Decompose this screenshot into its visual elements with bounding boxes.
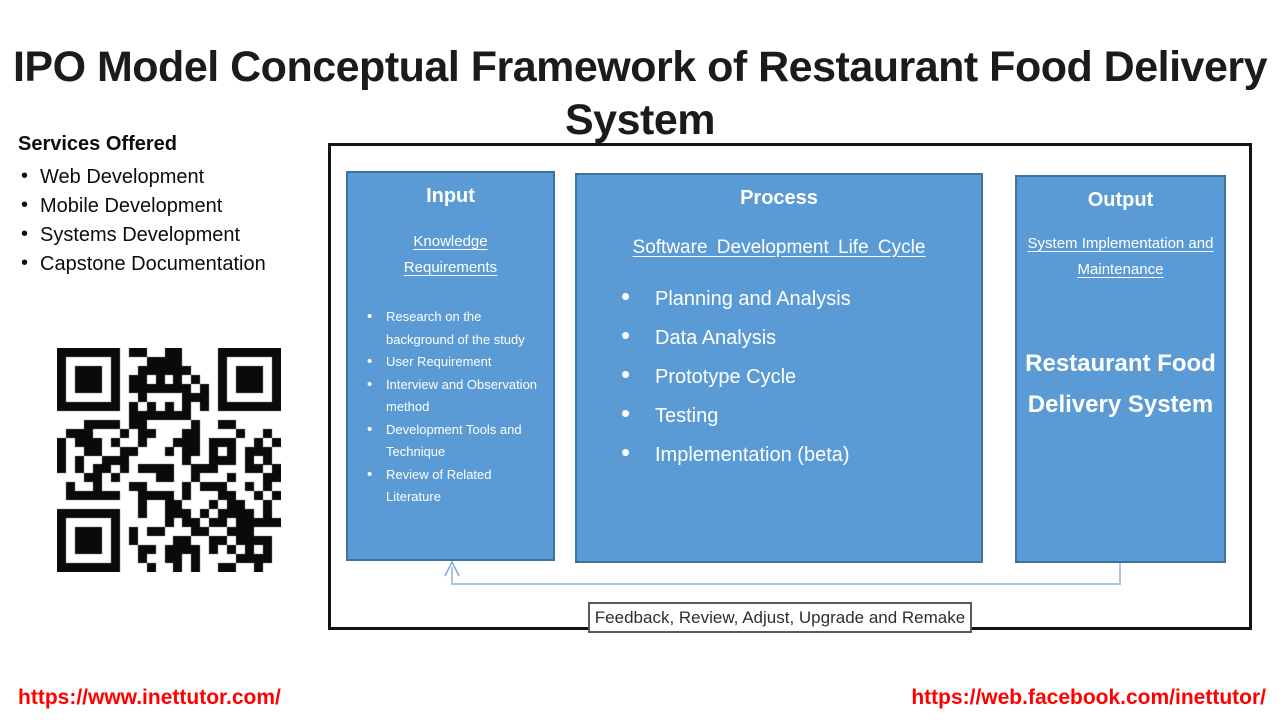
inettutor-link[interactable]: https://www.inettutor.com/ bbox=[18, 686, 281, 709]
input-title: Input bbox=[426, 185, 475, 207]
output-box: Output System Implementation and Mainten… bbox=[1015, 175, 1226, 563]
feedback-label: Feedback, Review, Adjust, Upgrade and Re… bbox=[588, 602, 972, 633]
input-bullet-item: Interview and Observation method bbox=[367, 374, 542, 419]
output-result: Restaurant Food Delivery System bbox=[1025, 350, 1216, 418]
facebook-link[interactable]: https://web.facebook.com/inettutor/ bbox=[911, 686, 1266, 709]
process-box: Process Software Development Life Cycle … bbox=[575, 173, 983, 563]
services-panel: Services Offered Web DevelopmentMobile D… bbox=[18, 133, 323, 279]
process-bullet-item: Implementation (beta) bbox=[621, 440, 981, 467]
services-heading: Services Offered bbox=[18, 133, 177, 155]
service-item: Mobile Development bbox=[18, 191, 323, 221]
process-bullet-item: Prototype Cycle bbox=[621, 362, 981, 389]
output-title: Output bbox=[1087, 189, 1154, 211]
qr-code-icon bbox=[57, 348, 281, 572]
process-title: Process bbox=[740, 187, 818, 209]
process-bullet-item: Planning and Analysis bbox=[621, 284, 981, 311]
output-subtitle: System Implementation and Maintenance bbox=[1027, 235, 1214, 278]
service-item: Capstone Documentation bbox=[18, 249, 323, 279]
input-box: Input Knowledge Requirements Research on… bbox=[346, 171, 555, 561]
process-bullet-item: Testing bbox=[621, 401, 981, 428]
page-title: IPO Model Conceptual Framework of Restau… bbox=[12, 42, 1268, 144]
input-bullet-item: User Requirement bbox=[367, 351, 542, 374]
input-bullet-item: Review of Related Literature bbox=[367, 464, 542, 509]
input-bullet-item: Research on the background of the study bbox=[367, 306, 542, 351]
process-bullet-list: Planning and AnalysisData AnalysisProtot… bbox=[577, 284, 981, 467]
process-subtitle: Software Development Life Cycle bbox=[632, 237, 926, 258]
process-bullet-item: Data Analysis bbox=[621, 323, 981, 350]
services-list: Web DevelopmentMobile DevelopmentSystems… bbox=[18, 162, 323, 279]
input-bullet-item: Development Tools and Technique bbox=[367, 419, 542, 464]
input-bullet-list: Research on the background of the studyU… bbox=[348, 306, 553, 509]
service-item: Systems Development bbox=[18, 220, 323, 250]
input-subtitle: Knowledge Requirements bbox=[403, 233, 498, 276]
service-item: Web Development bbox=[18, 162, 323, 192]
